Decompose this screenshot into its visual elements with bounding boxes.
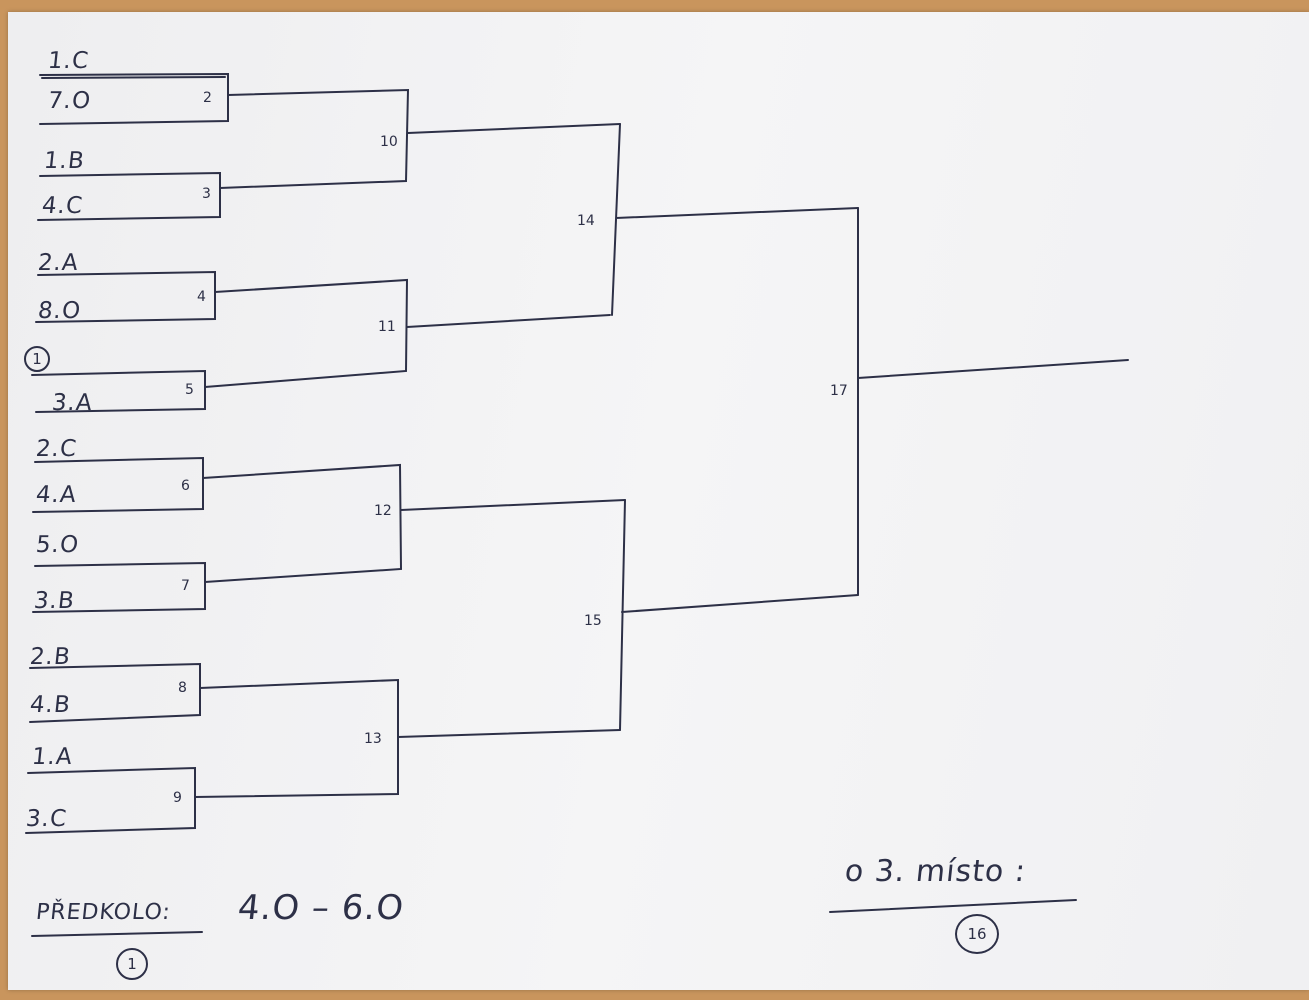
team-label: 4.B [28, 692, 73, 718]
match-3-box [37, 171, 221, 221]
match-number: 8 [178, 680, 187, 696]
team-label: 8.O [36, 298, 83, 324]
match-number: 14 [577, 213, 595, 229]
match-15-connector [619, 499, 859, 731]
match-number: 3 [202, 186, 211, 202]
match-14-connector [611, 123, 859, 316]
team-label: 1.C [46, 48, 91, 74]
match-number: 10 [380, 134, 398, 150]
match-number: 17 [830, 383, 848, 399]
match-number: 7 [181, 578, 190, 594]
team-label: 2.A [36, 250, 81, 276]
match-number: 4 [197, 289, 206, 305]
match-4-box [35, 270, 216, 323]
match-17-connector [857, 207, 1129, 596]
team-label: 3.B [32, 588, 77, 614]
match-number: 12 [374, 503, 392, 519]
match-2-box [39, 72, 229, 125]
team-line-1c [41, 76, 226, 79]
match-number: 11 [378, 319, 396, 335]
third-place-match-circle: 16 [955, 914, 999, 954]
match-13-connector [194, 678, 621, 798]
third-place-underline [829, 899, 1077, 913]
match-number: 13 [364, 731, 382, 747]
unknown-team-circle: 1 [24, 346, 50, 372]
team-label: 5.O [34, 532, 81, 558]
match-number: 15 [584, 613, 602, 629]
team-label: 2.C [34, 436, 79, 462]
team-label: 2.B [28, 644, 73, 670]
paper-sheet [8, 12, 1309, 990]
preliminary-teams: 4.O – 6.O [235, 888, 407, 928]
match-number: 9 [173, 790, 182, 806]
match-number: 5 [185, 382, 194, 398]
match-number: 2 [203, 90, 212, 106]
team-label: 1.A [30, 744, 75, 770]
match-12-connector [202, 463, 626, 583]
match-6-box [32, 456, 204, 513]
match-5-box [31, 369, 206, 413]
match-number: 6 [181, 478, 190, 494]
match-10-connector [219, 88, 621, 189]
team-label: 1.B [42, 148, 87, 174]
team-label: 4.C [40, 193, 85, 219]
team-label: 3.C [24, 806, 69, 832]
team-label: 3.A [50, 390, 95, 416]
team-label: 4.A [34, 482, 79, 508]
third-place-label: o 3. místo : [843, 854, 1028, 889]
preliminary-match-circle: 1 [116, 948, 148, 980]
match-8-box [29, 662, 201, 723]
match-7-box [32, 561, 206, 613]
match-11-connector [204, 278, 611, 388]
preliminary-underline [31, 931, 203, 937]
team-label: 7.O [46, 88, 93, 114]
preliminary-label: PŘEDKOLO: [34, 900, 173, 925]
